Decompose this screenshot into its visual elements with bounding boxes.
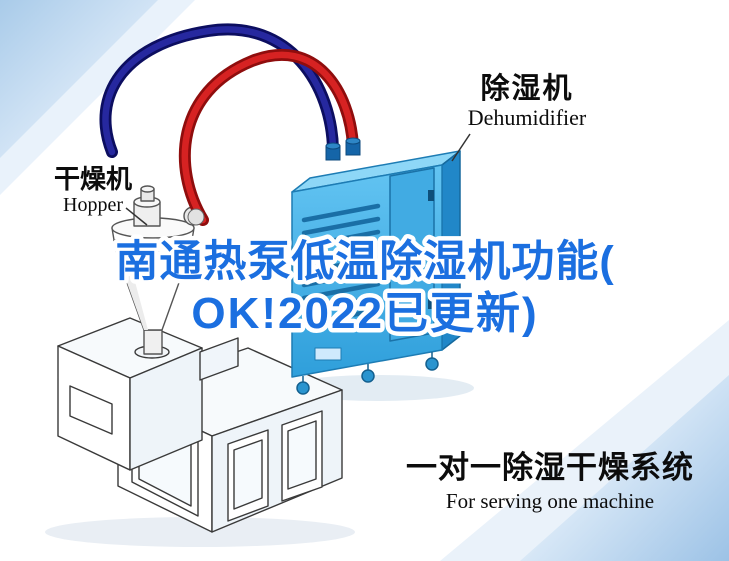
- dehumidifier-label-pointer: [451, 133, 471, 162]
- dehumidifier-label-en: Dehumidifier: [467, 105, 587, 131]
- system-caption: 一对一除湿干燥系统 For serving one machine: [402, 450, 698, 513]
- extruder-shadow: [45, 517, 355, 547]
- vent-grille: [301, 203, 381, 327]
- casters: [296, 352, 439, 395]
- door-handle: [394, 248, 400, 263]
- hoses: [99, 23, 359, 226]
- hopper-label-cn: 干燥机: [53, 164, 132, 194]
- corner-tint-bottomright: [520, 375, 729, 561]
- headline-line2: OK!2022已更新): [191, 289, 538, 338]
- navy-hose: [102, 26, 337, 156]
- dehumidifier-illustration: [291, 150, 461, 395]
- dehumidifier-door: [389, 167, 435, 342]
- hose-fittings: [187, 137, 361, 226]
- corner-tint-topleft: [0, 0, 158, 158]
- headline-line1: 南通热泵低温除湿机功能(: [115, 238, 614, 286]
- hopper-label: 干燥机 Hopper: [50, 164, 136, 217]
- hopper-label-pointer: [125, 207, 148, 226]
- red-hose: [181, 51, 357, 224]
- hopper-label-en: Hopper: [63, 194, 123, 217]
- system-caption-en: For serving one machine: [445, 488, 655, 513]
- extruder-illustration: [57, 317, 343, 533]
- dehumidifier-label-cn: 除湿机: [480, 73, 574, 105]
- system-caption-cn: 一对一除湿干燥系统: [406, 450, 694, 485]
- dehumidifier-label: 除湿机 Dehumidifier: [454, 74, 600, 130]
